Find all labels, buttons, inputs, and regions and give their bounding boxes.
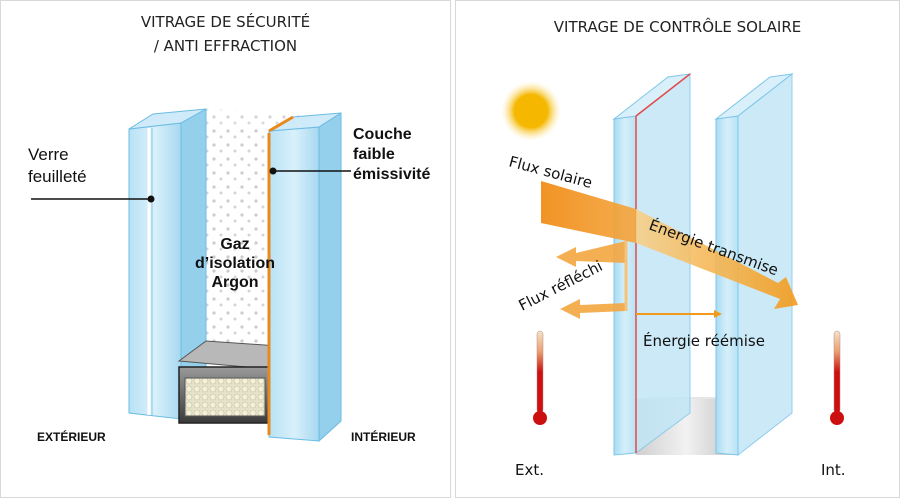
safety-glazing-title-line1: VITRAGE DE SÉCURITÉ <box>140 13 311 31</box>
interior-label: INTÉRIEUR <box>351 430 416 444</box>
double-glazing-illustration <box>31 108 351 443</box>
exterior-pane-front <box>128 122 182 420</box>
exterior-thermometer-icon <box>536 330 544 414</box>
safety-glazing-title-line2: / ANTI EFFRACTION <box>153 37 298 55</box>
solar-control-illustration: Flux solaire Flux réfléchi Énergie trans… <box>501 72 844 457</box>
desiccant-beads <box>184 377 266 417</box>
argon-label-line3: Argon <box>211 274 259 291</box>
inner-pane-front <box>715 115 739 456</box>
low-e-label-line3: émissivité <box>353 166 431 183</box>
reemitted-energy-label: Énergie réémise <box>643 332 765 350</box>
laminated-glass-label-line1: Verre <box>28 145 69 164</box>
reflected-flux-arrow-lower <box>560 299 626 319</box>
solar-flux-beam <box>541 181 636 243</box>
reflected-flux-arrow-upper <box>556 241 626 267</box>
solar-control-panel: VITRAGE DE CONTRÔLE SOLAIRE <box>455 0 900 498</box>
transmitted-energy-arrow <box>636 209 798 309</box>
low-e-label-line1: Couche <box>353 126 412 143</box>
low-e-label-line2: faible <box>353 146 395 163</box>
laminated-glass-label-line2: feuilleté <box>28 167 87 186</box>
safety-glazing-panel: VITRAGE DE SÉCURITÉ / ANTI EFFRACTION <box>0 0 451 498</box>
int-label: Int. <box>821 461 846 479</box>
argon-label-line2: d’isolation <box>195 255 275 272</box>
argon-label-line1: Gaz <box>220 236 250 253</box>
ext-label: Ext. <box>515 461 545 479</box>
interior-thermometer-icon <box>833 330 841 414</box>
exterior-label: EXTÉRIEUR <box>37 430 106 444</box>
solar-control-title: VITRAGE DE CONTRÔLE SOLAIRE <box>553 18 802 36</box>
